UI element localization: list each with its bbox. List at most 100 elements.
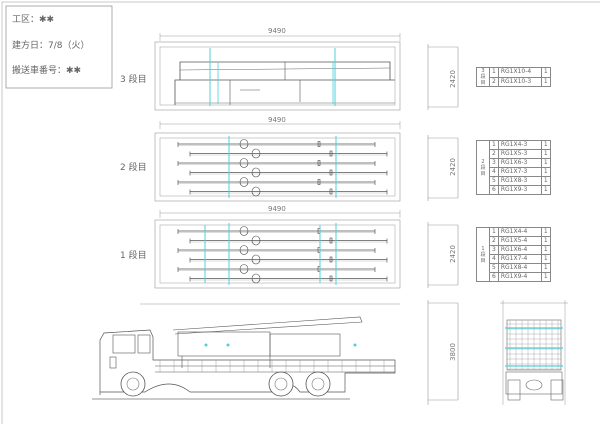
tier-3-label: 3 段目 xyxy=(120,75,147,85)
joint-fitting xyxy=(239,226,249,236)
rear-wheel xyxy=(550,379,564,401)
row-no: 1 xyxy=(489,140,499,150)
cargo-bed-outline xyxy=(154,132,401,202)
row-qty: 1 xyxy=(540,272,551,282)
row-qty: 1 xyxy=(540,245,551,255)
truck-wheel xyxy=(305,371,331,397)
joint-fitting xyxy=(317,141,321,147)
row-qty: 1 xyxy=(540,185,551,195)
row-qty: 1 xyxy=(540,149,551,159)
cargo-bed-inner xyxy=(159,137,396,197)
cyan-marker xyxy=(226,343,230,347)
tier-2-width-dim: 2420 xyxy=(448,158,457,176)
tier-1-label: 1 段目 xyxy=(120,251,147,261)
row-code: RG1X7-4 xyxy=(497,254,542,264)
row-no: 5 xyxy=(489,263,499,273)
row-no: 3 xyxy=(489,245,499,255)
row-no: 2 xyxy=(489,149,499,159)
tier-3-width-dim: 2420 xyxy=(448,70,457,88)
tier-1-length-dim: 9490 xyxy=(268,205,286,213)
row-code: RG1X4-4 xyxy=(497,227,542,237)
joint-fitting xyxy=(251,254,261,265)
joint-fitting xyxy=(239,264,249,274)
row-qty: 1 xyxy=(540,236,551,246)
truck-height-dim: 3800 xyxy=(448,343,457,361)
info-box-frame xyxy=(5,5,113,89)
row-no: 3 xyxy=(489,158,499,168)
row-code: RG1X10-4 xyxy=(497,67,542,78)
wheel-hub xyxy=(274,377,288,391)
row-code: RG1X5-3 xyxy=(497,149,542,159)
row-no: 2 xyxy=(489,76,499,87)
row-qty: 1 xyxy=(540,254,551,264)
row-code: RG1X8-4 xyxy=(497,263,542,273)
row-no: 5 xyxy=(489,176,499,186)
joint-fitting xyxy=(329,256,333,263)
row-qty: 1 xyxy=(540,176,551,186)
joint-fitting xyxy=(317,179,321,185)
row-code: RG1X9-3 xyxy=(497,185,542,195)
row-code: RG1X7-3 xyxy=(497,167,542,177)
cargo-block xyxy=(269,333,341,357)
row-qty: 1 xyxy=(540,76,551,87)
row-no: 2 xyxy=(489,236,499,246)
joint-fitting xyxy=(317,160,321,166)
joint-fitting xyxy=(329,150,333,157)
cargo-block xyxy=(177,331,271,357)
row-qty: 1 xyxy=(540,263,551,273)
row-code: RG1X9-4 xyxy=(497,272,542,282)
site-label: 工区：✱✱ xyxy=(12,15,55,25)
joint-fitting xyxy=(251,186,261,197)
group-cell: 3段目 xyxy=(476,67,490,87)
joint-fitting xyxy=(329,275,333,282)
row-no: 1 xyxy=(489,67,499,78)
cyan-marker xyxy=(204,343,208,347)
row-qty: 1 xyxy=(540,227,551,237)
group-cell: 1段目 xyxy=(476,227,490,282)
wheel-hub xyxy=(311,377,325,391)
group-cell: 2段目 xyxy=(476,140,490,195)
frame-member xyxy=(174,79,395,105)
row-no: 6 xyxy=(489,272,499,282)
joint-fitting xyxy=(251,235,261,246)
row-qty: 1 xyxy=(540,67,551,78)
row-code: RG1X6-3 xyxy=(497,158,542,168)
row-code: RG1X6-4 xyxy=(497,245,542,255)
joint-fitting xyxy=(239,158,249,168)
cyan-marker xyxy=(353,343,357,347)
row-no: 6 xyxy=(489,185,499,195)
tier-1-width-dim: 2420 xyxy=(448,245,457,263)
joint-fitting xyxy=(329,188,333,195)
row-code: RG1X10-3 xyxy=(497,76,542,87)
cargo-bed-inner xyxy=(159,46,396,106)
rear-differential xyxy=(525,379,543,391)
tier-3-length-dim: 9490 xyxy=(268,27,286,35)
cargo-bed-outline xyxy=(154,41,401,111)
row-qty: 1 xyxy=(540,167,551,177)
rear-wheel xyxy=(507,379,521,401)
truck-wheel xyxy=(268,371,294,397)
row-code: RG1X4-3 xyxy=(497,140,542,150)
truck-wheel xyxy=(120,371,146,397)
joint-fitting xyxy=(329,237,333,244)
joint-fitting xyxy=(251,273,261,284)
joint-fitting xyxy=(251,167,261,178)
tier-2-label: 2 段目 xyxy=(120,163,147,173)
row-qty: 1 xyxy=(540,140,551,150)
date-label: 建方日：7/8（火） xyxy=(12,41,90,51)
truck-door-handle xyxy=(109,356,117,369)
joint-fitting xyxy=(239,245,249,255)
